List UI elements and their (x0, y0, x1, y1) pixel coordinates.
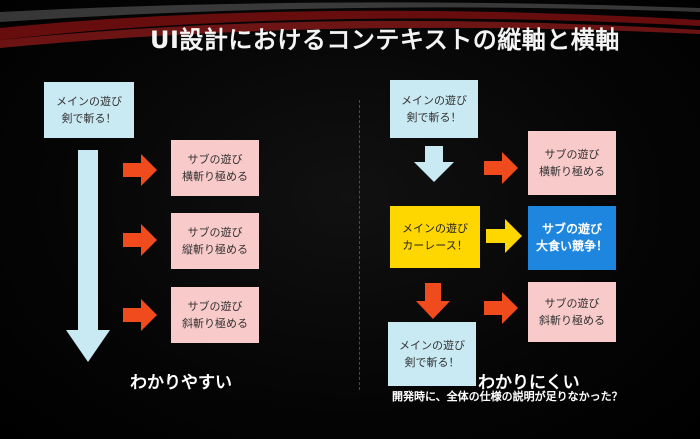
slide-title: UI設計におけるコンテキストの縦軸と横軸 (150, 26, 620, 54)
left-main-line-2: 剣で斬る！ (61, 112, 117, 125)
right-sub-mid-line-2: 大食い競争！ (535, 239, 608, 253)
left-sub-box-2: サブの遊び 縦斬り極める (171, 213, 259, 269)
right-arrow-bottom (484, 292, 518, 324)
right-main-bottom-line-1: メインの遊び (399, 339, 465, 352)
left-sub-3-line-1: サブの遊び (187, 300, 243, 313)
left-caption: わかりやすい (130, 373, 232, 393)
left-main-box: メインの遊び 剣で斬る！ (44, 82, 134, 138)
left-sub-2-line-2: 縦斬り極める (182, 243, 248, 256)
left-long-down-arrow (66, 150, 110, 362)
left-right-arrow-3 (123, 299, 157, 331)
right-arrow-yellow (486, 219, 522, 253)
left-sub-box-1: サブの遊び 横斬り極める (171, 140, 259, 196)
right-sub-bottom-line-2: 斜斬り極める (539, 314, 605, 327)
right-sub-mid-box: サブの遊び 大食い競争！ (528, 206, 616, 270)
right-main-mid-line-2: カーレース！ (402, 239, 468, 252)
right-main-mid-box: メインの遊び カーレース！ (390, 206, 480, 268)
left-sub-box-3: サブの遊び 斜斬り極める (171, 287, 259, 343)
left-right-arrow-1 (123, 154, 157, 186)
right-main-top-box: メインの遊び 剣で斬る！ (390, 80, 478, 138)
right-sub-bottom-box: サブの遊び 斜斬り極める (528, 282, 616, 342)
right-main-bottom-line-2: 剣で斬る！ (404, 356, 460, 369)
right-arrow-top (484, 152, 518, 184)
left-sub-1-line-1: サブの遊び (187, 153, 243, 166)
right-sub-mid-line-1: サブの遊び (541, 222, 602, 236)
header-swoosh-decoration (0, 2, 700, 48)
right-main-top-line-1: メインの遊び (401, 94, 467, 107)
right-short-down-arrow (414, 146, 454, 182)
right-arrow-down-orange (416, 283, 450, 319)
right-sub-top-line-1: サブの遊び (544, 148, 600, 161)
right-sub-bottom-line-1: サブの遊び (544, 297, 600, 310)
left-sub-1-line-2: 横斬り極める (182, 170, 248, 183)
right-subcaption: 開発時に、全体の仕様の説明が足りなかった？ (392, 390, 623, 403)
right-main-bottom-box: メインの遊び 剣で斬る！ (388, 322, 476, 386)
right-main-top-line-2: 剣で斬る！ (406, 111, 462, 124)
right-sub-top-box: サブの遊び 横斬り極める (528, 131, 616, 195)
right-caption: わかりにくい (478, 373, 580, 393)
left-sub-3-line-2: 斜斬り極める (182, 317, 248, 330)
left-right-arrow-2 (123, 224, 157, 256)
left-sub-2-line-1: サブの遊び (187, 226, 243, 239)
right-main-mid-line-1: メインの遊び (402, 222, 468, 235)
left-main-line-1: メインの遊び (56, 95, 122, 108)
right-sub-top-line-2: 横斬り極める (539, 165, 605, 178)
center-divider (359, 100, 360, 390)
